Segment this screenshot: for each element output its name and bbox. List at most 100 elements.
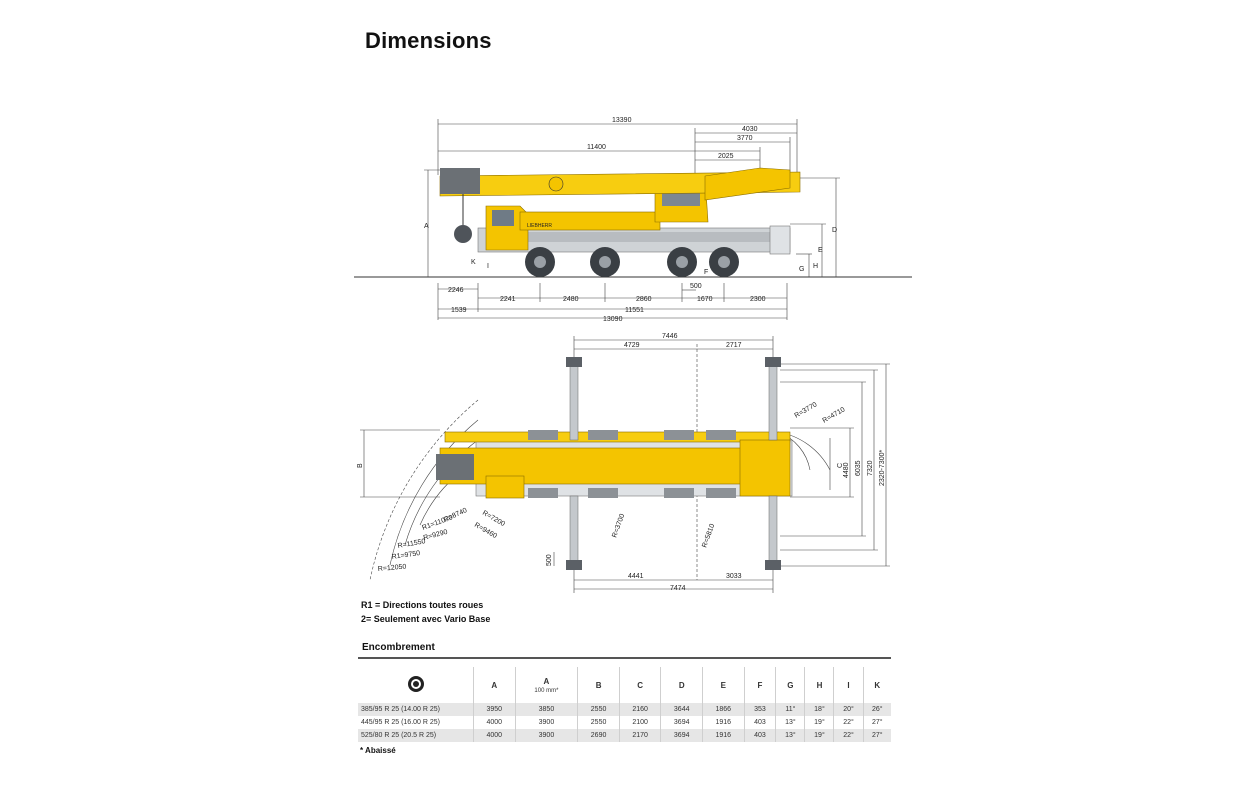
dim-text: R=3770 xyxy=(794,401,819,419)
dim-text: 2300 xyxy=(750,296,766,303)
table-cell: 2550 xyxy=(577,716,620,729)
table-cell: 27° xyxy=(862,729,891,742)
table-cell: 2100 xyxy=(618,716,661,729)
dim-text: 11551 xyxy=(625,307,644,314)
dim-text: 7446 xyxy=(662,333,678,340)
dim-text: 6035 xyxy=(855,460,862,476)
section-title: Encombrement xyxy=(362,642,435,653)
table-cell: 13° xyxy=(775,729,805,742)
dim-letter: H xyxy=(813,263,818,270)
column-header: I xyxy=(833,667,864,703)
dim-letter: G xyxy=(799,266,804,273)
crane-top-illustration xyxy=(436,357,793,570)
dim-text: 2320-7300* xyxy=(879,450,886,486)
table-cell: 403 xyxy=(743,729,776,742)
dim-text: 3033 xyxy=(726,573,742,580)
table-cell: 1916 xyxy=(701,716,745,729)
dim-text: 2480 xyxy=(563,296,579,303)
dim-letter: I xyxy=(487,263,489,270)
tyre-icon xyxy=(407,676,424,692)
dim-text: 4030 xyxy=(742,126,758,133)
dim-text: R1=9750 xyxy=(391,550,420,561)
dim-letter: E xyxy=(818,247,823,254)
page-title: Dimensions xyxy=(365,28,492,53)
dim-text: 13390 xyxy=(612,117,632,124)
table-cell: 19° xyxy=(804,716,834,729)
dim-text: R=12050 xyxy=(378,564,407,573)
dim-text: 2025 xyxy=(718,153,734,160)
tyre-column-header xyxy=(358,667,474,703)
table-cell: 3644 xyxy=(660,703,703,716)
column-header: G xyxy=(775,667,805,703)
table-cell: 1916 xyxy=(701,729,745,742)
table-row: 445/95 R 25 (16.00 R 25) 4000 3900 2550 … xyxy=(358,716,891,729)
dim-text: 2860 xyxy=(636,296,652,303)
brand-logo: LIEBHERR xyxy=(527,223,552,229)
column-header: B xyxy=(577,667,620,703)
dim-text: 7320 xyxy=(867,460,874,476)
dim-text: 1539 xyxy=(451,307,467,314)
column-header: E xyxy=(701,667,745,703)
table-cell: 26° xyxy=(862,703,891,716)
footnote: * Abaissé xyxy=(360,746,396,755)
dim-text: 3770 xyxy=(737,135,753,142)
side-view-drawing: 13390 4030 3770 11400 2025 2246 2241 248… xyxy=(354,117,912,323)
dim-letter: A xyxy=(424,223,429,230)
table-cell: 20° xyxy=(833,703,864,716)
table-cell: 4000 xyxy=(473,716,516,729)
section-divider xyxy=(358,657,891,659)
table-cell: 3900 xyxy=(514,716,578,729)
table-cell: 22° xyxy=(833,729,864,742)
table-row: 525/80 R 25 (20.5 R 25) 4000 3900 2690 2… xyxy=(358,729,891,742)
column-header: F xyxy=(743,667,776,703)
dim-letter: F xyxy=(704,269,708,276)
column-header: H xyxy=(804,667,834,703)
table-cell: 13° xyxy=(775,716,805,729)
dim-text: R=5810 xyxy=(701,523,716,549)
crane-side-illustration: LIEBHERR xyxy=(439,167,801,277)
tyre-cell: 385/95 R 25 (14.00 R 25) xyxy=(358,703,474,716)
table-cell: 4000 xyxy=(473,729,516,742)
table-cell: 1866 xyxy=(701,703,745,716)
table-cell: 3900 xyxy=(514,729,578,742)
dim-letter: B xyxy=(357,463,364,468)
table-cell: 3850 xyxy=(514,703,578,716)
dim-text: 2246 xyxy=(448,287,464,294)
dim-text: 500 xyxy=(546,554,553,566)
legend-notes: R1 = Directions toutes roues 2= Seulemen… xyxy=(361,598,490,626)
note-r1: R1 = Directions toutes roues xyxy=(361,600,484,610)
dim-text: 2241 xyxy=(500,296,516,303)
dim-text: R=9460 xyxy=(473,522,498,540)
tyre-cell: 525/80 R 25 (20.5 R 25) xyxy=(358,729,474,742)
table-cell: 2690 xyxy=(577,729,620,742)
dim-text: 4729 xyxy=(624,342,640,349)
column-header: A xyxy=(473,667,516,703)
table-cell: 22° xyxy=(833,716,864,729)
table-cell: 27° xyxy=(862,716,891,729)
table-cell: 3694 xyxy=(660,729,703,742)
dim-text: 7474 xyxy=(670,585,686,592)
dim-text: R=3700 xyxy=(611,513,626,539)
tyre-cell: 445/95 R 25 (16.00 R 25) xyxy=(358,716,474,729)
dim-text: R=11550 xyxy=(397,538,426,550)
dim-text: 2717 xyxy=(726,342,742,349)
dim-text: 11400 xyxy=(587,144,606,151)
column-header: K xyxy=(862,667,891,703)
dim-text: 500 xyxy=(690,283,702,290)
table-cell: 18° xyxy=(804,703,834,716)
top-view-drawing: 7446 4729 2717 4441 3033 7474 500 R=3770… xyxy=(357,333,890,593)
column-header: D xyxy=(660,667,703,703)
table-cell: 3694 xyxy=(660,716,703,729)
table-cell: 3950 xyxy=(473,703,516,716)
dim-letter: C xyxy=(837,463,844,468)
dim-text: R=4710 xyxy=(822,406,847,424)
dim-text: 13090 xyxy=(603,316,623,323)
dim-text: 1670 xyxy=(697,296,713,303)
table-cell: 19° xyxy=(804,729,834,742)
dim-text: R1=11070 xyxy=(421,514,454,532)
column-header: C xyxy=(618,667,661,703)
